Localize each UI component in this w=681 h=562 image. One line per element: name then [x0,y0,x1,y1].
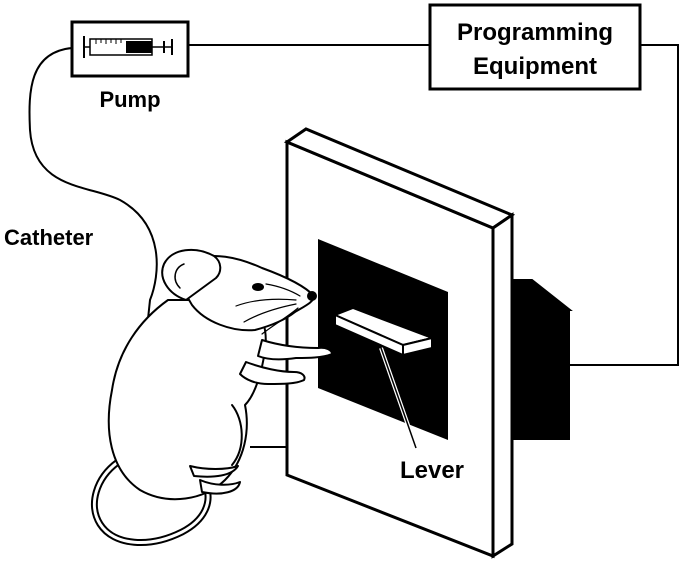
rat-nose [307,291,317,301]
rat-hind-foot [199,479,241,495]
chamber-box-top [509,279,573,311]
lever [332,306,436,357]
chamber-box-body [510,310,570,440]
programmer-to-box-wire [570,44,679,366]
operant-chamber [250,127,573,559]
lever-label: Lever [400,457,464,484]
syringe-icon [83,36,173,58]
programming-equipment-label-line2: Equipment [473,53,597,80]
rat-eye [252,283,264,291]
lever-end [402,336,433,357]
rat-forelimb-upper [257,339,333,361]
panel-side-edge [491,212,514,559]
lever-pointer-line-core [380,347,417,449]
catheter-label: Catheter [4,225,94,250]
pump-label: Pump [99,87,160,112]
programming-equipment-box [428,3,642,91]
rat-whiskers [235,283,301,335]
rat-forelimb-lower [239,361,306,385]
catheter-line [28,47,158,339]
pump [70,20,190,78]
rat-illustration [90,248,333,546]
rat-ear [161,248,222,301]
programming-equipment-label-line1: Programming [457,19,613,46]
